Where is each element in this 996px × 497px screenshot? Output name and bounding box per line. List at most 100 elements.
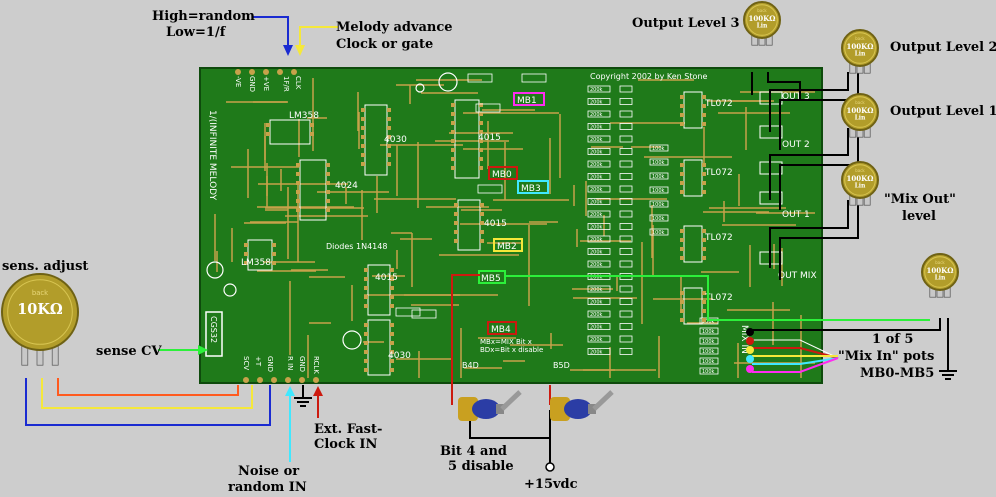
svg-text:200k: 200k [590,87,603,93]
ic-outline [364,264,394,316]
svg-text:200k: 200k [590,150,603,156]
annotation-labels: High=random Low=1/f Melody advance Clock… [2,9,996,495]
resistor: 100k [699,337,719,345]
ic-tl072-1: TL072 [704,99,733,109]
pin-gnd-top: GND [248,76,256,92]
pcb-title-vertical: 1/(INFINITE MELODY [207,110,217,201]
svg-text:100k: 100k [652,188,665,194]
resistor: 200k [587,185,611,193]
resistor: 200k [587,135,611,143]
svg-text:100k: 100k [702,359,715,365]
pcb-diodes-label: Diodes 1N4148 [326,242,387,251]
pot-taper-label: Lin [855,51,866,58]
pot-value-label: 100KΩ [847,174,874,183]
resistor [619,248,633,255]
resistor [619,160,633,168]
svg-text:100k: 100k [702,369,715,375]
svg-text:200k: 200k [590,162,603,168]
resistor [619,298,633,305]
resistor: 100k [649,214,669,222]
svg-text:100k: 100k [652,216,665,222]
capacitor-box [467,73,493,83]
ic-outline [451,99,483,179]
pin-rclk: RCLK [312,356,320,374]
svg-text:200k: 200k [590,225,603,231]
resistor [619,323,633,330]
pcb-copyright: Copyright 2002 by Ken Stone [590,72,707,81]
label-sens-adjust: sens. adjust [2,259,88,274]
ic-outline [680,91,706,129]
resistor: 200k [587,160,611,168]
resistor: 200k [587,123,611,131]
svg-text:200k: 200k [590,325,603,331]
label-plus15: +15vdc [524,477,578,492]
pot-value-label: 10KΩ [17,301,63,318]
svg-text:100k: 100k [702,349,715,355]
toggle-switch-b4[interactable] [458,390,522,421]
ground-symbol-board [294,397,312,407]
resistor [619,123,633,130]
pin-gnd-b1: GND [266,356,274,372]
svg-text:100k: 100k [652,230,665,236]
ic-4015-2: 4015 [484,219,507,229]
pot-back-label: back [855,36,865,41]
toggle-switch-b5[interactable] [550,390,614,421]
ic-outline [244,239,276,271]
svg-text:200k: 200k [590,312,603,318]
svg-text:200k: 200k [590,112,603,118]
label-noise-1: Noise or [238,464,299,479]
label-bit-disable-1: Bit 4 and [440,444,507,459]
ic-tl072-3: TL072 [704,233,733,243]
pin-clk: CLK [294,76,302,90]
resistor: 200k [587,298,611,306]
potentiometers: back100KΩLinback100KΩLinback100KΩLinback… [1,1,959,366]
out-mix-label: OUT MIX [778,271,817,281]
mb4-label: MB4 [491,325,511,335]
svg-text:200k: 200k [590,200,603,206]
resistor: 200k [587,260,611,268]
capacitor-box [411,309,437,319]
ic-outline [361,104,391,176]
ic-outline [680,159,706,197]
capacitor [342,330,362,350]
svg-text:100k: 100k [652,160,665,166]
resistor [619,348,633,355]
capacitor-box [521,73,547,83]
ic-tl072-4: TL072 [704,293,733,303]
bottom-pin-labels: SCV +T GND R IN GND RCLK [242,356,320,374]
top-pin-labels: -VE GND +VE 1F/R CLK [234,76,302,92]
ic-4015-1: 4015 [478,133,501,143]
svg-text:200k: 200k [590,262,603,268]
svg-text:200k: 200k [590,137,603,143]
resistor: 200k [587,198,611,206]
pot-value-label: 100KΩ [847,42,874,51]
svg-text:100k: 100k [702,339,715,345]
ic-outline [454,199,484,251]
ic-outline [680,287,706,325]
resistor: 100k [699,357,719,365]
ic-lm358-1: LM358 [289,111,319,121]
pin-t: +T [254,356,262,367]
label-output-level-1: Output Level 1 [890,104,996,119]
label-ext-clock-1: Ext. Fast- [314,422,382,437]
pot-taper-label: Lin [757,23,768,30]
label-sense-cv: sense CV [96,344,163,359]
resistor: 200k [587,285,611,293]
resistor [619,110,633,118]
resistor: 200k [587,110,611,118]
external-wires [25,16,949,463]
resistor: 100k [649,158,669,166]
pot-value-label: 100KΩ [749,14,776,23]
resistor: 100k [699,347,719,355]
svg-text:200k: 200k [590,187,603,193]
out-labels: OUT 3 OUT 2 OUT 1 OUT MIX MIX IN [739,92,817,354]
mix-in-dots [746,328,754,373]
pin-scv: SCV [242,356,250,370]
resistor: 200k [587,235,611,243]
